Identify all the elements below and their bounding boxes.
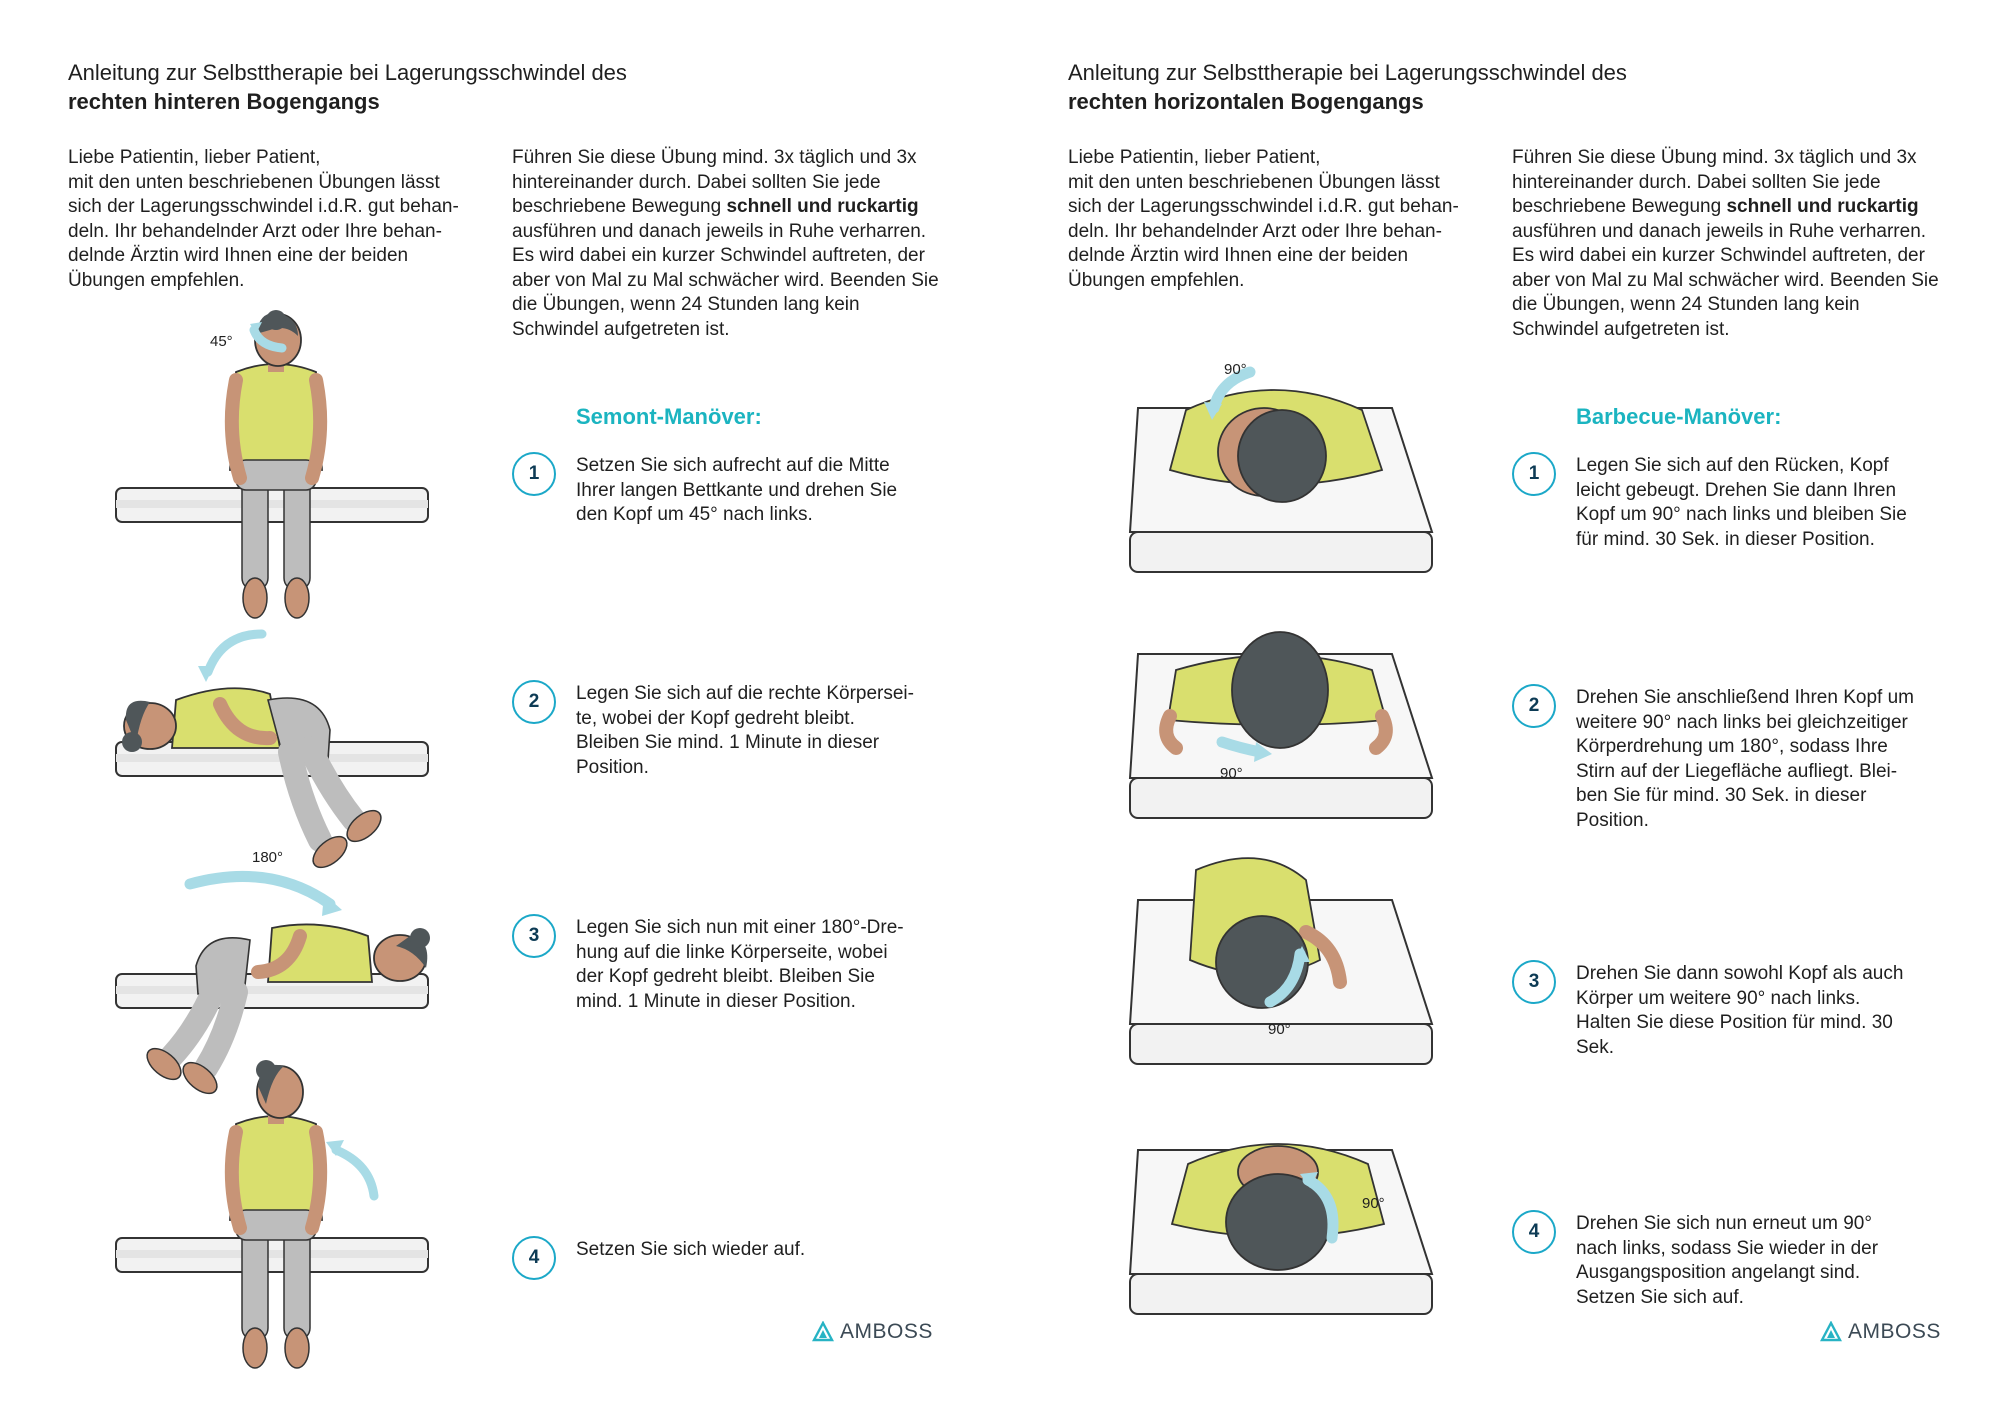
figure-sitting-start: 45° bbox=[115, 310, 429, 619]
step-number-badge: 3 bbox=[512, 914, 556, 958]
angle-label-180: 180° bbox=[252, 849, 283, 866]
panel-posterior-canal: Anleitung zur Selbsttherapie bei Lagerun… bbox=[68, 58, 942, 1369]
heading-line-2: rechten horizontalen Bogengangs bbox=[1068, 89, 1424, 114]
figure-supine-return: 90° bbox=[1128, 1143, 1434, 1315]
intro-text: Liebe Patientin, lieber Patient, mit den… bbox=[1068, 147, 1459, 291]
figure-lying-side-turned: 90° bbox=[1128, 857, 1434, 1065]
page-heading: Anleitung zur Selbsttherapie bei Lagerun… bbox=[68, 58, 868, 116]
instructions-part-a: Führen Sie diese Übung mind. 3x täglich … bbox=[1512, 147, 1917, 217]
step-number-badge: 1 bbox=[512, 452, 556, 496]
amboss-logo: AMBOSS bbox=[812, 1320, 933, 1344]
heading-line-1: Anleitung zur Selbsttherapie bei Lagerun… bbox=[1068, 60, 1627, 85]
figure-supine-head-turned: 90° bbox=[1128, 361, 1434, 573]
step-4: 4 Setzen Sie sich wieder auf. bbox=[512, 1236, 932, 1358]
instructions-emphasis: schnell und ruckartig bbox=[726, 196, 919, 217]
angle-label-90-b: 90° bbox=[1220, 765, 1243, 782]
step-number-badge: 4 bbox=[512, 1236, 556, 1280]
step-text: Drehen Sie dann sowohl Kopf als auch Kör… bbox=[1576, 963, 1904, 1058]
instructions-text: Führen Sie diese Übung mind. 3x täglich … bbox=[512, 146, 942, 342]
step-number-badge: 2 bbox=[512, 680, 556, 724]
panel-horizontal-canal: Anleitung zur Selbsttherapie bei Lagerun… bbox=[1000, 0, 2000, 1414]
figure-prone-forehead-down: 90° bbox=[1128, 631, 1434, 819]
instructions-part-a: Führen Sie diese Übung mind. 3x täglich … bbox=[512, 147, 917, 217]
step-4: 4 Drehen Sie sich nun erneut um 90° nach… bbox=[1512, 1210, 1932, 1332]
instructions-text: Führen Sie diese Übung mind. 3x täglich … bbox=[1512, 146, 1942, 342]
angle-label-45: 45° bbox=[210, 333, 233, 350]
step-number-badge: 4 bbox=[1512, 1210, 1556, 1254]
step-1: 1 Legen Sie sich auf den Rücken, Kopf le… bbox=[1512, 452, 1932, 574]
page-heading: Anleitung zur Selbsttherapie bei Lagerun… bbox=[1068, 58, 1868, 116]
step-number-badge: 3 bbox=[1512, 960, 1556, 1004]
heading-line-2: rechten hinteren Bogengangs bbox=[68, 89, 380, 114]
heading-line-1: Anleitung zur Selbsttherapie bei Lagerun… bbox=[68, 60, 627, 85]
logo-text: AMBOSS bbox=[840, 1320, 933, 1343]
maneuver-title: Barbecue-Manöver: bbox=[1576, 404, 1782, 429]
instructions-part-c: ausführen und danach jeweils in Ruhe ver… bbox=[1512, 220, 1939, 340]
step-2: 2 Legen Sie sich auf die rechte Körperse… bbox=[512, 680, 932, 802]
logo-text: AMBOSS bbox=[1848, 1320, 1941, 1343]
instructions-emphasis: schnell und ruckartig bbox=[1726, 196, 1919, 217]
step-number-badge: 1 bbox=[1512, 452, 1556, 496]
step-text: Setzen Sie sich wieder auf. bbox=[576, 1239, 806, 1260]
angle-label-90-c: 90° bbox=[1268, 1021, 1291, 1038]
amboss-logo: AMBOSS bbox=[1820, 1320, 1941, 1344]
angle-label-90-a: 90° bbox=[1224, 361, 1247, 378]
barbecue-illustrations: 90° 90° 90° bbox=[1128, 361, 1434, 1315]
step-3: 3 Drehen Sie dann sowohl Kopf als auch K… bbox=[1512, 960, 1932, 1082]
step-3: 3 Legen Sie sich nun mit einer 180°-Dre-… bbox=[512, 914, 932, 1036]
step-1: 1 Setzen Sie sich aufrecht auf die Mitte… bbox=[512, 452, 932, 574]
intro-text: Liebe Patientin, lieber Patient, mit den… bbox=[68, 147, 459, 291]
step-2: 2 Drehen Sie anschließend Ihren Kopf um … bbox=[1512, 684, 1932, 831]
semont-illustrations: 45° bbox=[115, 310, 430, 1369]
angle-label-90-d: 90° bbox=[1362, 1195, 1385, 1212]
instructions-part-c: ausführen und danach jeweils in Ruhe ver… bbox=[512, 220, 939, 340]
step-text: Drehen Sie anschließend Ihren Kopf um we… bbox=[1576, 687, 1914, 831]
maneuver-title: Semont-Manöver: bbox=[576, 404, 762, 429]
step-text: Legen Sie sich nun mit einer 180°-Dre- h… bbox=[576, 917, 904, 1012]
step-text: Legen Sie sich auf den Rücken, Kopf leic… bbox=[1576, 455, 1907, 550]
amboss-logo-icon bbox=[812, 1321, 834, 1342]
figure-sitting-end bbox=[115, 1060, 429, 1369]
step-number-badge: 2 bbox=[1512, 684, 1556, 728]
step-text: Drehen Sie sich nun erneut um 90° nach l… bbox=[1576, 1213, 1879, 1308]
amboss-logo-icon bbox=[1820, 1321, 1842, 1342]
figure-lying-right-side bbox=[115, 629, 429, 869]
step-text: Legen Sie sich auf die rechte Körpersei-… bbox=[576, 683, 914, 778]
figure-lying-left-side: 180° bbox=[115, 849, 430, 1095]
step-text: Setzen Sie sich aufrecht auf die Mitte I… bbox=[576, 455, 898, 525]
